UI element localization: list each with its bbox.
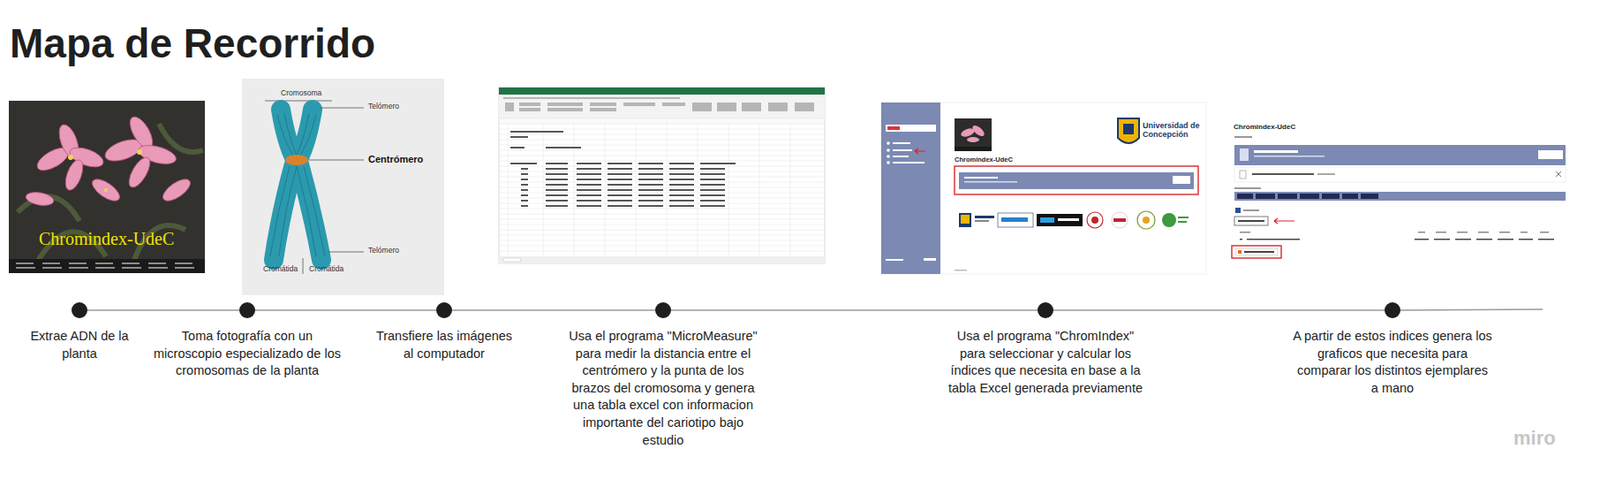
timeline-step: Transfiere las imágenes al computador	[372, 301, 516, 363]
image-label: Chromindex-UdeC	[38, 228, 174, 249]
image-label: Chromindex-UdeC	[954, 156, 1013, 164]
chromosome-diagram	[241, 78, 445, 295]
timeline-segment	[255, 309, 437, 311]
timeline-dot	[239, 301, 256, 318]
timeline-step: Usa el programa "ChromIndex" para selecc…	[944, 301, 1147, 397]
step-description: Toma fotografía con un microscopio espec…	[146, 327, 348, 380]
image-label: miro	[1513, 427, 1556, 449]
step-description: Usa el programa "MicroMeasure" para medi…	[565, 327, 762, 449]
image-label: Universidad de Concepción	[1142, 121, 1205, 140]
timeline-step: A partir de estos indices genera los gra…	[1292, 301, 1493, 397]
timeline-segment	[452, 309, 656, 311]
diagram-title: Mapa de Recorrido	[9, 19, 376, 68]
step-description: Extrae ADN de la planta	[24, 327, 136, 363]
excel-screenshot	[498, 87, 825, 264]
image-label: Centrómero	[368, 153, 423, 165]
step-description: Transfiere las imágenes al computador	[372, 327, 516, 363]
step-description: Usa el programa "ChromIndex" para selecc…	[944, 327, 1147, 397]
timeline-step: Toma fotografía con un microscopio espec…	[146, 301, 348, 380]
image-label: Cromátida	[263, 264, 298, 273]
timeline-segment	[87, 309, 240, 311]
image-label: Cromátida	[309, 264, 344, 273]
image-label: Chromindex-UdeC	[1233, 123, 1296, 132]
timeline-dot	[436, 301, 453, 318]
chromindex-results-screenshot	[1229, 120, 1569, 261]
image-label: Cromosoma	[280, 89, 322, 98]
timeline-dot	[1037, 301, 1054, 318]
step-description: A partir de estos indices genera los gra…	[1292, 327, 1493, 397]
timeline-dot	[655, 301, 672, 318]
chromindex-screenshot	[881, 102, 1207, 274]
image-label: Telómero	[368, 102, 400, 111]
timeline-dot	[1384, 301, 1401, 318]
timeline-tail	[1400, 309, 1543, 310]
timeline-step: Usa el programa "MicroMeasure" para medi…	[565, 301, 762, 449]
image-label: Telómero	[368, 246, 400, 255]
timeline-dot	[71, 301, 88, 318]
flower-photo	[8, 100, 205, 273]
timeline-segment	[1053, 309, 1385, 311]
timeline-segment	[671, 309, 1038, 311]
timeline-step: Extrae ADN de la planta	[24, 301, 136, 363]
